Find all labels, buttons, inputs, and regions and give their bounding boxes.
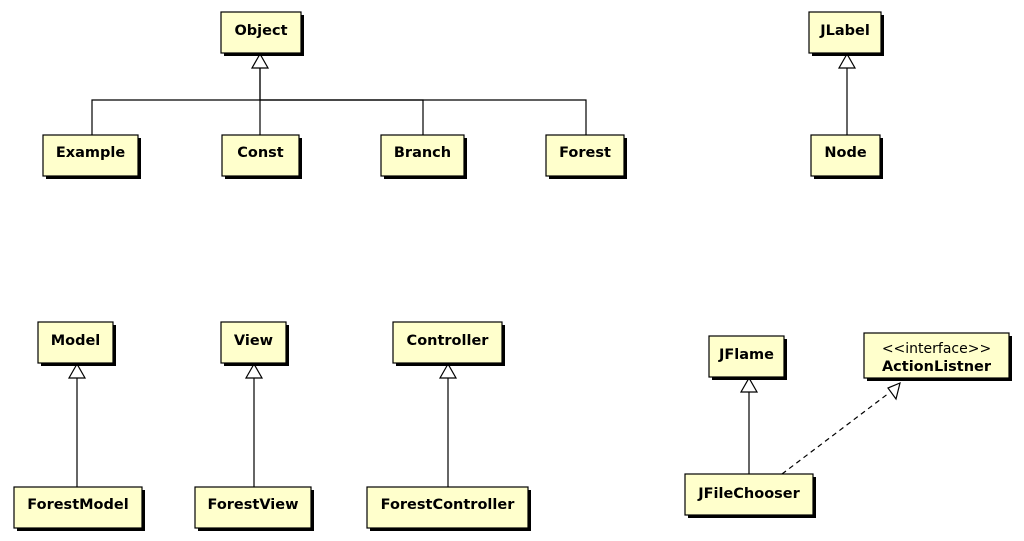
class-const[interactable]: Const (221, 134, 302, 179)
class-name: Object (234, 23, 287, 39)
class-forestview[interactable]: ForestView (194, 486, 314, 531)
edge-example-to-object (91, 68, 261, 135)
class-object[interactable]: Object (220, 11, 304, 56)
class-forestmodel[interactable]: ForestModel (13, 486, 145, 531)
class-name: Branch (394, 145, 451, 161)
generalization-arrowhead (250, 52, 270, 69)
class-name: Example (56, 145, 126, 161)
class-view[interactable]: View (220, 321, 289, 366)
generalization-arrowhead (739, 376, 759, 393)
generalization-arrowhead (244, 362, 264, 379)
generalization-arrowhead (438, 362, 458, 379)
class-name: JLabel (819, 23, 870, 39)
class-name: ForestView (208, 497, 299, 513)
class-name: JFileChooser (697, 486, 800, 502)
class-jflame[interactable]: JFlame (708, 335, 787, 380)
class-name: Controller (407, 333, 490, 349)
class-model[interactable]: Model (37, 321, 116, 366)
edge-branch-to-object (260, 99, 424, 135)
interface-stereotype: <<interface>> (882, 341, 991, 357)
realization-edges (781, 381, 901, 475)
class-controller[interactable]: Controller (392, 321, 505, 366)
class-name: Node (824, 145, 866, 161)
class-name: Model (51, 333, 101, 349)
class-name: Forest (559, 145, 611, 161)
class-name: View (234, 333, 273, 349)
class-forestcontroller[interactable]: ForestController (366, 486, 531, 531)
realization-arrowhead (887, 381, 901, 401)
generalization-arrowhead (837, 52, 857, 69)
class-branch[interactable]: Branch (380, 134, 467, 179)
class-name: ActionListner (882, 359, 992, 375)
generalization-edges (67, 52, 857, 487)
generalization-arrowhead (67, 362, 87, 379)
class-forest[interactable]: Forest (545, 134, 627, 179)
class-jlabel[interactable]: JLabel (808, 11, 884, 56)
class-name: JFlame (718, 347, 774, 363)
class-node[interactable]: Node (810, 134, 883, 179)
class-name: Const (237, 145, 284, 161)
edge-jfilechooser-to-actionlistner (781, 392, 890, 475)
edge-forest-to-object (260, 99, 587, 135)
class-jfilechooser[interactable]: JFileChooser (684, 473, 816, 518)
class-name: ForestController (381, 497, 516, 513)
class-example[interactable]: Example (42, 134, 141, 179)
interface-actionlistner[interactable]: <<interface>> ActionListner (863, 332, 1012, 381)
class-name: ForestModel (27, 497, 128, 513)
